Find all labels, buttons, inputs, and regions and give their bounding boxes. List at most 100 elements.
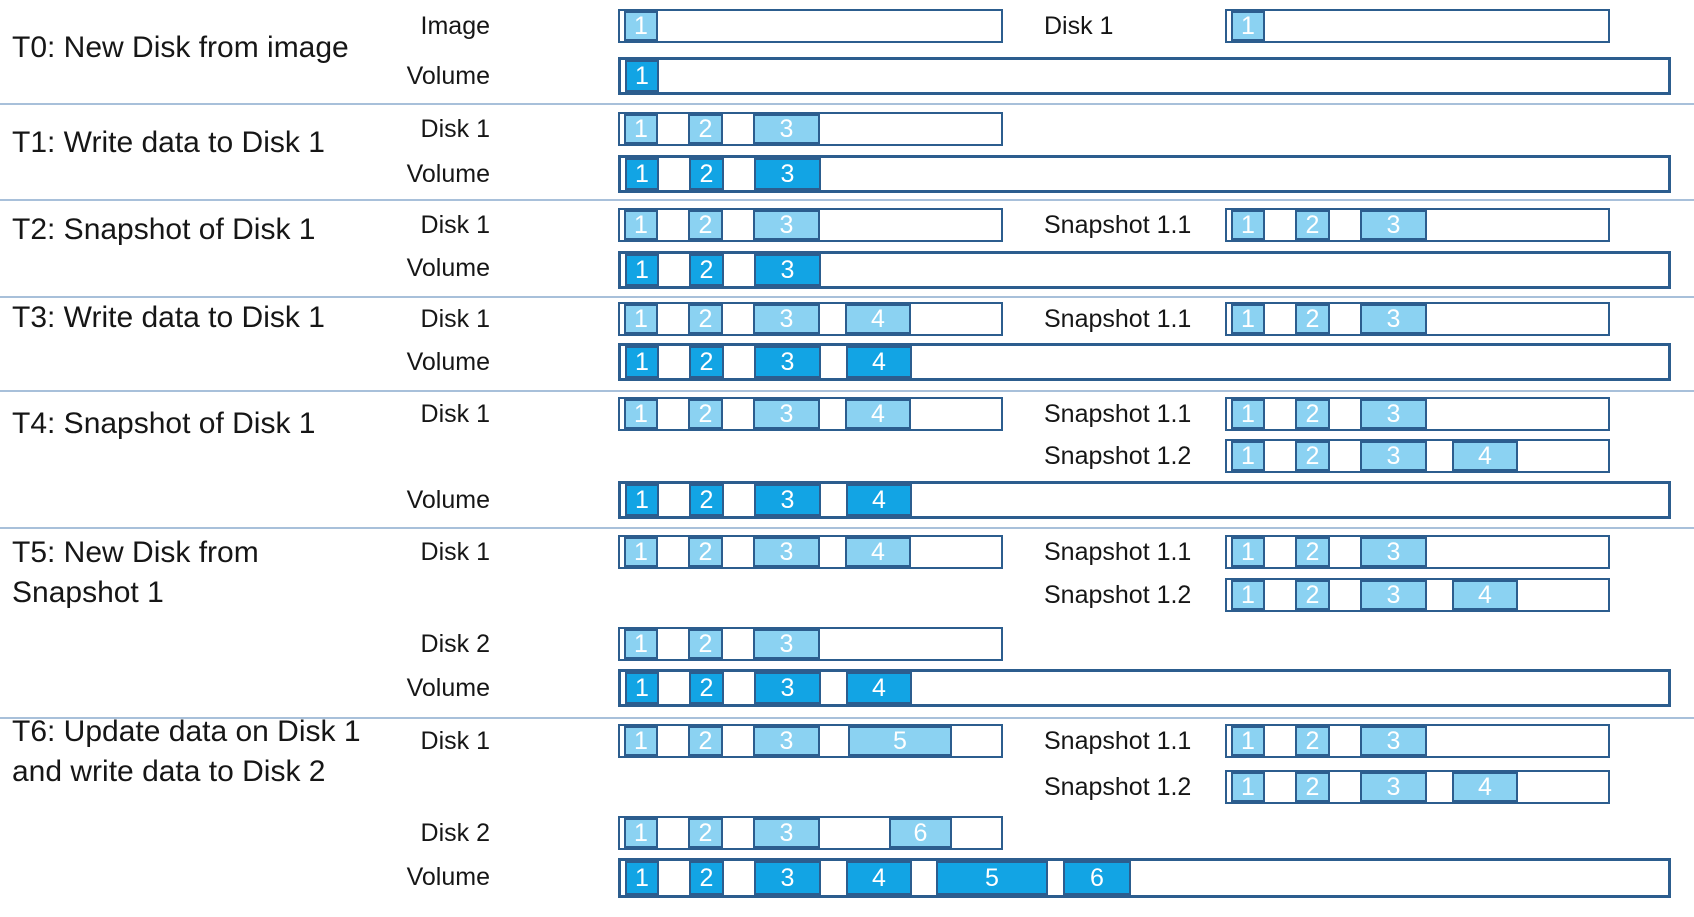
- t2-volume-bar-block-3: 3: [754, 254, 821, 286]
- t5-disk1-bar-block-4: 4: [845, 537, 911, 567]
- t4-snapshot12-bar-block-4: 4: [1452, 441, 1518, 471]
- row-separator-t0: [0, 103, 1694, 105]
- t4-snapshot12-bar-block-3: 3: [1360, 441, 1427, 471]
- t6-volume-bar-block-4: 4: [846, 861, 912, 895]
- row-separator-t5: [0, 717, 1694, 719]
- label-t4-snapshot-1-2: Snapshot 1.2: [1044, 442, 1192, 470]
- t3-snapshot11-bar-block-2: 2: [1295, 304, 1330, 334]
- t3-volume-bar-block-1: 1: [625, 346, 659, 378]
- t5-volume-bar-block-3: 3: [754, 672, 821, 704]
- t6-volume-bar-block-6: 6: [1063, 861, 1131, 895]
- row-title-t6-line-2: and write data to Disk 2: [12, 755, 326, 788]
- t5-snapshot11-bar-block-1: 1: [1231, 537, 1265, 567]
- t2-disk1-bar-block-2: 2: [688, 210, 723, 240]
- row-title-t2: T2: Snapshot of Disk 1: [12, 210, 316, 250]
- label-t5-snapshot-1-1: Snapshot 1.1: [1044, 538, 1192, 566]
- t5-snapshot12-bar-block-4: 4: [1452, 580, 1518, 610]
- t5-snapshot11-bar-block-2: 2: [1295, 537, 1330, 567]
- t6-volume-bar-block-2: 2: [689, 861, 724, 895]
- row-title-t6-line-1: T6: Update data on Disk 1: [12, 715, 361, 748]
- t2-disk1-bar-block-1: 1: [624, 210, 658, 240]
- row-title-t2-line-1: T2: Snapshot of Disk 1: [12, 213, 316, 246]
- t3-disk1-bar-block-3: 3: [753, 304, 820, 334]
- t2-disk1-bar-block-3: 3: [753, 210, 820, 240]
- t4-snapshot12-bar-block-1: 1: [1231, 441, 1265, 471]
- t1-volume-bar-block-3: 3: [754, 158, 821, 190]
- t4-volume-bar-block-2: 2: [689, 484, 724, 516]
- t5-disk1-bar-block-1: 1: [624, 537, 658, 567]
- t5-disk1-bar-block-3: 3: [753, 537, 820, 567]
- label-t2-volume: Volume: [406, 254, 490, 282]
- row-title-t1-line-1: T1: Write data to Disk 1: [12, 126, 325, 159]
- t0-volume-bar: 1: [618, 57, 1671, 95]
- t4-volume-bar-block-4: 4: [846, 484, 912, 516]
- t4-volume-bar-block-1: 1: [625, 484, 659, 516]
- row-separator-t3: [0, 390, 1694, 392]
- t6-snapshot12-bar-block-4: 4: [1452, 772, 1518, 802]
- t2-volume-bar-block-1: 1: [625, 254, 659, 286]
- t5-volume-bar-block-4: 4: [846, 672, 912, 704]
- label-t6-disk-1: Disk 1: [420, 727, 490, 755]
- t1-disk1-bar-block-2: 2: [688, 114, 723, 144]
- label-t6-snapshot-1-2: Snapshot 1.2: [1044, 773, 1192, 801]
- t3-disk1-bar-block-4: 4: [845, 304, 911, 334]
- t3-disk1-bar-block-2: 2: [688, 304, 723, 334]
- row-title-t6: T6: Update data on Disk 1 and write data …: [12, 712, 361, 792]
- t6-disk1-bar-block-3: 3: [753, 726, 820, 756]
- label-t5-volume: Volume: [406, 674, 490, 702]
- t6-snapshot11-bar-block-2: 2: [1295, 726, 1330, 756]
- t3-volume-bar-block-3: 3: [754, 346, 821, 378]
- label-t5-disk-1: Disk 1: [420, 538, 490, 566]
- t6-snapshot12-bar-block-3: 3: [1360, 772, 1427, 802]
- row-separator-t4: [0, 527, 1694, 529]
- t0-disk1-bar: 1: [1225, 9, 1610, 43]
- row-separator-t2: [0, 296, 1694, 298]
- t0-volume-bar-block-1: 1: [625, 60, 659, 92]
- t4-snapshot11-bar-block-2: 2: [1295, 399, 1330, 429]
- t3-volume-bar-block-2: 2: [689, 346, 724, 378]
- t4-disk1-bar-block-2: 2: [688, 399, 723, 429]
- label-t1-volume: Volume: [406, 160, 490, 188]
- label-t1-disk-1: Disk 1: [420, 115, 490, 143]
- t5-disk2-bar-block-1: 1: [624, 629, 658, 659]
- t0-image-bar: 1: [618, 9, 1003, 43]
- label-t4-disk-1: Disk 1: [420, 400, 490, 428]
- label-t2-disk-1: Disk 1: [420, 211, 490, 239]
- label-t6-disk-2: Disk 2: [420, 819, 490, 847]
- label-t3-disk-1: Disk 1: [420, 305, 490, 333]
- t3-volume-bar-block-4: 4: [846, 346, 912, 378]
- t6-snapshot11-bar-block-1: 1: [1231, 726, 1265, 756]
- t3-disk1-bar-block-1: 1: [624, 304, 658, 334]
- row-separator-t1: [0, 199, 1694, 201]
- t6-snapshot11-bar-block-3: 3: [1360, 726, 1427, 756]
- t5-snapshot12-bar-block-2: 2: [1295, 580, 1330, 610]
- t5-snapshot12-bar-block-1: 1: [1231, 580, 1265, 610]
- label-t4-volume: Volume: [406, 486, 490, 514]
- row-title-t0-line-1: T0: New Disk from image: [12, 31, 349, 64]
- t4-disk1-bar-block-1: 1: [624, 399, 658, 429]
- t4-snapshot12-bar-block-2: 2: [1295, 441, 1330, 471]
- t5-snapshot11-bar-block-3: 3: [1360, 537, 1427, 567]
- row-title-t5-line-2: Snapshot 1: [12, 576, 164, 609]
- t5-disk2-bar-block-3: 3: [753, 629, 820, 659]
- t4-disk1-bar-block-3: 3: [753, 399, 820, 429]
- t5-disk1-bar-block-2: 2: [688, 537, 723, 567]
- label-t2-snapshot-1-1: Snapshot 1.1: [1044, 211, 1192, 239]
- t6-disk1-bar-block-5: 5: [848, 726, 952, 756]
- t5-volume-bar-block-1: 1: [625, 672, 659, 704]
